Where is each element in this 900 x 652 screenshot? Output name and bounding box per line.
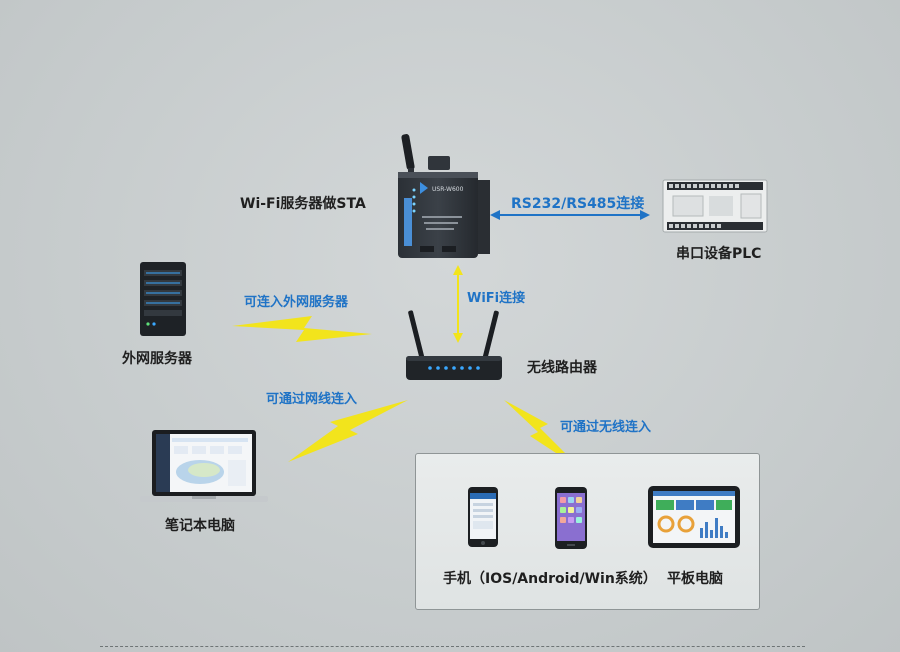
antenna-icon	[401, 134, 415, 176]
wired-link-label: 可通过网线连入	[266, 392, 358, 407]
tablet-device	[648, 486, 740, 548]
lightning-external-icon	[232, 316, 372, 342]
plc-device	[662, 179, 768, 233]
laptop-icon	[140, 430, 268, 502]
phone-ios-device	[468, 487, 498, 547]
router-icon	[406, 310, 502, 380]
external-server-label: 外网服务器	[122, 351, 192, 367]
wifi-link-label: WiFi连接	[467, 291, 526, 306]
phone-android-device	[555, 487, 587, 549]
bottom-divider	[100, 646, 805, 647]
router-label: 无线路由器	[527, 360, 597, 376]
plc-illustration	[662, 179, 768, 233]
laptop-device	[140, 430, 268, 504]
tablet-icon	[648, 486, 740, 548]
wifi-link-arrow	[453, 265, 463, 343]
tablet-label: 平板电脑	[667, 571, 723, 587]
serial-link-label: RS232/RS485连接	[511, 196, 645, 212]
smartphone-icon	[468, 487, 498, 547]
smartphone-icon	[555, 487, 587, 549]
lightning-wireless-icon	[504, 400, 582, 470]
wifi-server-label: Wi-Fi服务器做STA	[240, 196, 366, 212]
serial-link-arrow	[490, 210, 650, 220]
device-brand-text: USR-W600	[432, 186, 464, 193]
laptop-label: 笔记本电脑	[165, 518, 235, 534]
wifi-server-device: USR-W600	[390, 128, 520, 263]
server-icon	[140, 262, 186, 336]
wifi-server-illustration	[398, 134, 490, 258]
external-server-device	[138, 262, 188, 336]
router-device	[404, 306, 504, 386]
lightning-wired-icon	[288, 400, 408, 462]
wireless-link-label: 可通过无线连入	[560, 420, 652, 435]
phone-label: 手机（IOS/Android/Win系统）	[443, 571, 657, 587]
external-link-label: 可连入外网服务器	[244, 295, 349, 310]
plc-label: 串口设备PLC	[676, 246, 762, 262]
